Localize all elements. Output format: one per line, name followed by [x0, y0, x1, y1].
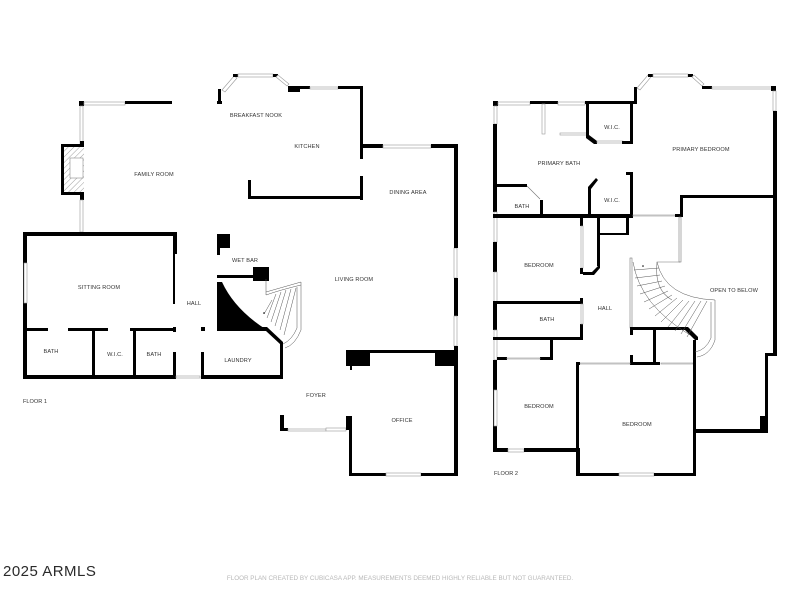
room-label-family-room: FAMILY ROOM	[134, 172, 174, 178]
room-label-bath-2: BATH	[147, 352, 162, 358]
room-label-bath-1-floor2: BATH	[515, 204, 530, 210]
room-label-primary-bath: PRIMARY BATH	[538, 161, 581, 167]
floor-1-label: FLOOR 1	[23, 399, 47, 405]
room-label-breakfast-nook: BREAKFAST NOOK	[230, 113, 282, 119]
floor-2-plan: PRIMARY BATH W.I.C. PRIMARY BEDROOM BATH…	[493, 73, 777, 477]
room-label-hall-floor2: HALL	[598, 306, 612, 312]
room-label-office: OFFICE	[391, 418, 412, 424]
floor-1-plan: FAMILY ROOM BREAKFAST NOOK KITCHEN DININ…	[23, 73, 458, 477]
floor-2-label: FLOOR 2	[494, 471, 518, 477]
room-label-bath-1: BATH	[44, 349, 59, 355]
room-label-bedroom-2: BEDROOM	[524, 404, 554, 410]
room-label-bath-2-floor2: BATH	[540, 317, 555, 323]
room-label-wet-bar: WET BAR	[232, 258, 258, 264]
room-label-hall: HALL	[187, 301, 201, 307]
room-label-foyer: FOYER	[306, 393, 326, 399]
staircase-floor-2	[632, 261, 716, 358]
watermark: 2025 ARMLS	[3, 563, 97, 580]
room-label-bedroom-3: BEDROOM	[622, 422, 652, 428]
room-label-wic-1: W.I.C.	[604, 125, 620, 131]
room-label-dining-area: DINING AREA	[389, 190, 426, 196]
room-label-wic-2: W.I.C.	[604, 198, 620, 204]
room-label-living-room: LIVING ROOM	[335, 277, 374, 283]
credit-text: FLOOR PLAN CREATED BY CUBICASA APP. MEAS…	[226, 575, 574, 582]
room-label-wic: W.I.C.	[107, 352, 123, 358]
staircase-floor-1	[263, 279, 302, 349]
room-label-laundry: LAUNDRY	[224, 358, 251, 364]
room-label-sitting-room: SITTING ROOM	[78, 285, 120, 291]
room-label-kitchen: KITCHEN	[294, 144, 319, 150]
room-label-primary-bedroom: PRIMARY BEDROOM	[672, 147, 729, 153]
room-label-bedroom-1: BEDROOM	[524, 263, 554, 269]
room-label-open-to-below: OPEN TO BELOW	[710, 288, 759, 294]
